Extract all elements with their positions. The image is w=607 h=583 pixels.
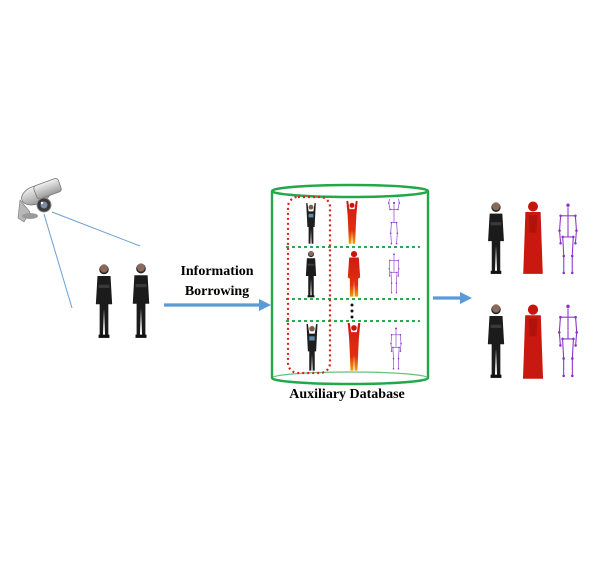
observed-person-left	[95, 264, 113, 338]
entry-skeleton	[388, 252, 400, 294]
output-rgb-image	[487, 304, 505, 378]
output-person-1	[488, 201, 579, 275]
output-rgb-image	[488, 202, 504, 274]
right-arrow-icon	[433, 292, 472, 304]
database-row-dividers	[286, 246, 420, 322]
right-arrow-icon	[164, 299, 271, 311]
auxiliary-database-label: Auxiliary Database	[289, 387, 405, 402]
camera-field-of-view	[43, 211, 141, 309]
entry-skeleton	[389, 327, 403, 370]
observed-people	[95, 263, 150, 338]
entry-rgb-image	[306, 203, 316, 244]
entry-depth-image	[346, 201, 358, 244]
entry-depth-image	[347, 251, 361, 297]
database-entry-1	[306, 199, 401, 245]
entry-rgb-image	[305, 250, 317, 298]
output-skeleton	[557, 304, 579, 378]
entry-rgb-image	[306, 324, 318, 371]
observed-person-right	[132, 263, 150, 338]
database-entry-3	[306, 323, 403, 371]
info-label-line1: Information	[180, 264, 254, 279]
surveillance-camera-icon	[17, 178, 62, 223]
entry-depth-image	[347, 323, 361, 371]
output-skeleton	[557, 202, 579, 275]
output-depth-image	[523, 201, 543, 274]
info-label-line2: Borrowing	[184, 284, 250, 299]
rgb-column-selection-box	[286, 195, 332, 375]
entry-skeleton	[387, 199, 401, 245]
output-person-2	[487, 304, 579, 379]
information-borrowing-label: Information Borrowing	[162, 262, 272, 302]
ellipsis-dots	[350, 303, 354, 319]
output-depth-image	[522, 304, 544, 379]
database-entry-2	[305, 250, 400, 298]
auxiliary-database-cylinder	[270, 183, 430, 386]
